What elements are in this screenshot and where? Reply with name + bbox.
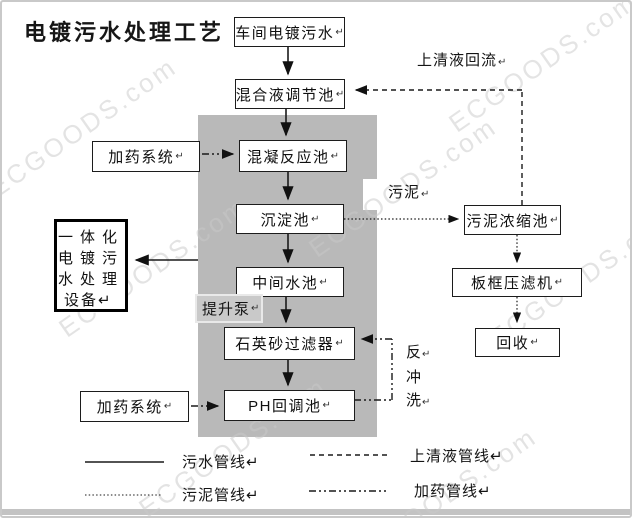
page-title: 电镀污水处理工艺: [24, 20, 225, 46]
node-label: 车间电镀污水: [235, 24, 335, 42]
return-mark: ↵: [251, 303, 260, 314]
lift-pump-label: 提升泵↵: [195, 294, 263, 323]
return-mark: ↵: [478, 483, 492, 500]
return-mark: ↵: [335, 338, 344, 349]
label-text: 上清液管线: [410, 448, 491, 465]
return-mark: ↵: [335, 88, 345, 100]
node-label: 污泥浓缩池: [466, 212, 550, 230]
label-text: 洗: [406, 392, 422, 409]
node-plate-frame-filter-press: 板框压滤机↵: [452, 268, 582, 297]
legend-label-wastewater-line: 污水管线↵: [182, 451, 260, 472]
label-line: 冲: [406, 366, 430, 389]
label-text: 污泥管线: [182, 487, 247, 504]
label-text: 上清液回流: [417, 52, 498, 69]
label-text: 污水管线: [182, 454, 247, 471]
node-sludge-thickener: 污泥浓缩池↵: [464, 205, 561, 235]
node-label-line: 一体化: [57, 229, 124, 246]
node-label: 加药系统: [96, 399, 163, 416]
node-workshop-wastewater: 车间电镀污水↵: [234, 17, 345, 47]
node-coagulation-reaction-tank: 混凝反应池↵: [239, 140, 347, 172]
return-mark: ↵: [246, 487, 260, 504]
return-mark: ↵: [550, 214, 559, 226]
return-mark: ↵: [490, 448, 504, 465]
label-text: 冲: [406, 369, 422, 386]
node-recycle: 回收↵: [475, 328, 560, 357]
node-label: 混凝反应池: [247, 148, 330, 166]
node-label: 设备: [64, 292, 99, 309]
return-mark: ↵: [98, 292, 113, 309]
node-label: 板框压滤机: [471, 275, 554, 292]
node-intermediate-tank: 中间水池↵: [236, 267, 344, 297]
return-mark: ↵: [330, 150, 339, 162]
legend-label-sludge-line: 污泥管线↵: [182, 484, 260, 505]
return-mark: ↵: [530, 337, 539, 348]
legend-label-supernatant-line: 上清液管线↵: [410, 445, 504, 466]
return-mark: ↵: [246, 454, 260, 471]
return-mark: ↵: [319, 276, 328, 288]
label-line: 洗↵: [406, 389, 430, 414]
return-mark: ↵: [498, 57, 507, 68]
supernatant-return-label: 上清液回流↵: [417, 49, 506, 70]
return-mark: ↵: [421, 189, 430, 200]
node-label-line: 设备↵: [57, 290, 125, 311]
node-quartz-sand-filter: 石英砂过滤器↵: [224, 327, 355, 360]
return-mark: ↵: [554, 277, 563, 288]
node-dosing-system-top: 加药系统↵: [92, 141, 200, 172]
node-label: 中间水池: [252, 274, 319, 292]
return-mark: ↵: [335, 26, 344, 38]
node-integrated-equipment: 一体化 电镀污 水处理 设备↵: [54, 219, 128, 312]
node-label: PH回调池: [248, 398, 322, 415]
node-ph-adjust-tank: PH回调池↵: [224, 390, 355, 421]
sludge-label: 污泥↵: [388, 181, 429, 202]
label-text: 加药管线: [414, 483, 479, 500]
return-mark: ↵: [422, 349, 431, 360]
backwash-label: 反↵ 冲 洗↵: [406, 341, 430, 414]
node-dosing-system-bottom: 加药系统↵: [80, 391, 189, 422]
node-label-line: 电镀污: [57, 250, 124, 267]
node-label: 石英砂过滤器: [235, 336, 335, 353]
return-mark: ↵: [422, 397, 431, 408]
watermark-text: ECGOODS.com: [0, 51, 183, 204]
label-text: 污泥: [388, 184, 421, 201]
node-label: 混合液调节池: [235, 86, 335, 104]
return-mark: ↵: [322, 400, 331, 411]
node-mixing-regulation-tank: 混合液调节池↵: [235, 79, 345, 109]
node-label-line: 水处理: [57, 271, 124, 288]
label-text: 反: [406, 344, 422, 361]
node-label: 回收: [496, 335, 530, 352]
label-line: 反↵: [406, 341, 430, 366]
return-mark: ↵: [163, 401, 173, 412]
label-text: 提升泵: [202, 301, 251, 318]
return-mark: ↵: [311, 213, 320, 225]
return-mark: ↵: [175, 151, 184, 162]
node-label: 加药系统: [108, 149, 175, 166]
frame-bottom-edge: [2, 509, 630, 515]
node-label: 沉淀池: [260, 211, 311, 229]
shaded-region-notch: [363, 179, 378, 210]
node-sedimentation-tank: 沉淀池↵: [236, 204, 344, 234]
legend-label-dosing-line: 加药管线↵: [414, 480, 492, 501]
